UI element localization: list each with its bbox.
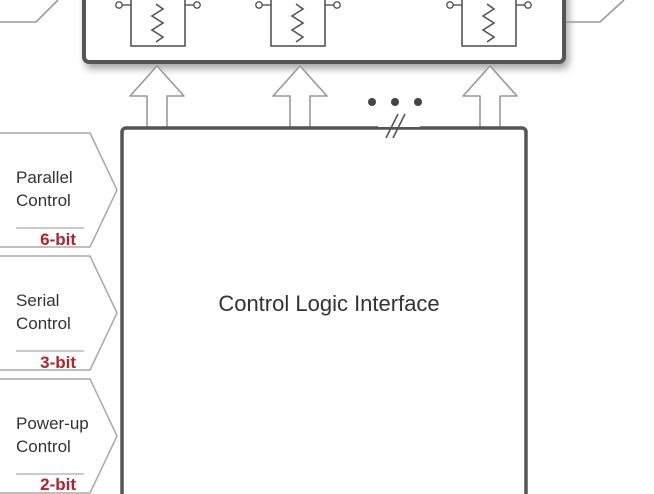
control-logic-title: Control Logic Interface — [218, 291, 439, 316]
input-label-line1: Power-up — [16, 414, 89, 433]
rf-input-arrow — [0, 0, 59, 23]
input-label-line1: Serial — [16, 291, 59, 310]
input-parallel-control: Parallel Control 6-bit — [0, 132, 118, 249]
bit-width-label: 6-bit — [40, 230, 76, 249]
input-label-line2: Control — [16, 191, 71, 210]
up-arrow-2 — [272, 65, 328, 128]
resistor-element-1 — [115, 0, 201, 47]
up-arrow-1 — [129, 65, 185, 128]
input-label-line1: Parallel — [16, 168, 73, 187]
input-serial-control: Serial Control 3-bit — [0, 255, 118, 372]
resistor-element-3 — [446, 0, 532, 47]
rf-output-arrow — [566, 0, 625, 23]
input-label-line2: Control — [16, 437, 71, 456]
ellipsis-dots — [368, 98, 422, 106]
bit-width-label: 3-bit — [40, 353, 76, 372]
input-label-line2: Control — [16, 314, 71, 333]
bus-break-mark — [378, 113, 420, 139]
resistor-element-2 — [255, 0, 341, 47]
up-arrow-3 — [462, 65, 518, 128]
bit-width-label: 2-bit — [40, 475, 76, 494]
input-power-up-control: Power-up Control 2-bit — [0, 378, 118, 494]
control-logic-block — [120, 126, 528, 494]
